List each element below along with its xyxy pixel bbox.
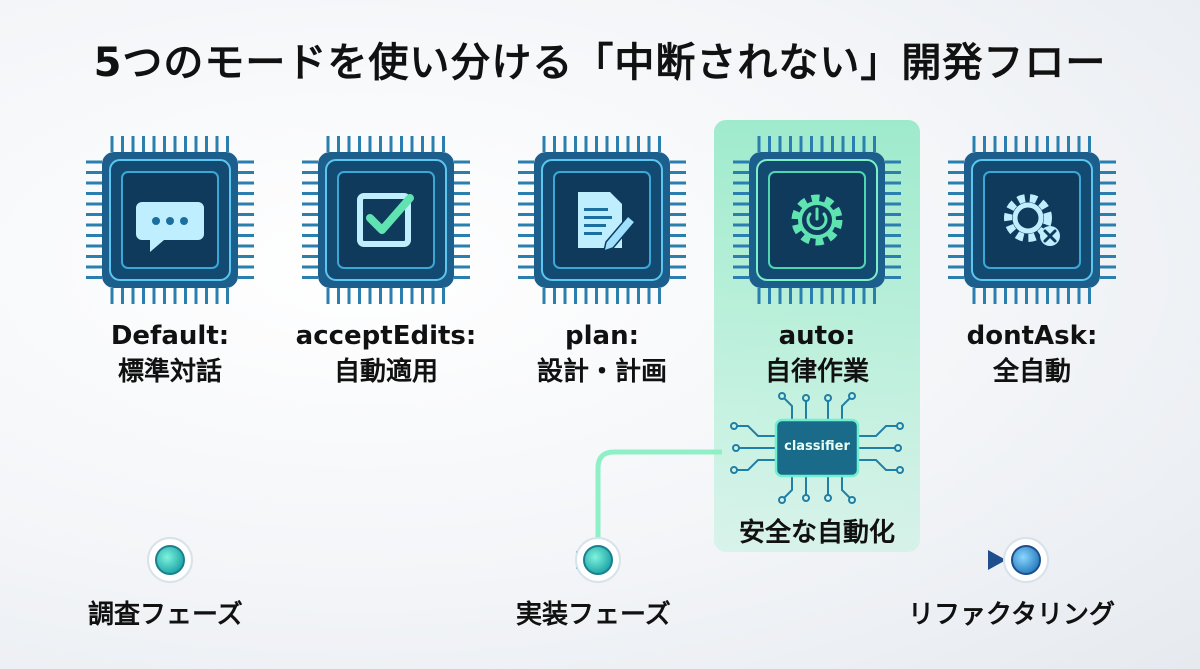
classifier-label: classifier — [784, 439, 850, 454]
auto-connector-line — [595, 449, 722, 540]
mode-desc: 自動適用 — [333, 357, 438, 387]
gear-x-icon — [1004, 194, 1060, 246]
chat-bubble-icon — [136, 202, 204, 252]
mode-label-plan: plan: 設計・計画 — [492, 318, 712, 390]
page-title: 5つのモードを使い分ける「中断されない」開発フロー — [93, 40, 1107, 86]
chip-body — [86, 136, 254, 304]
mode-chip-auto — [717, 130, 917, 310]
phase-label-implementation: 実装フェーズ — [516, 600, 671, 630]
mode-label-default: Default: 標準対話 — [60, 318, 280, 390]
mode-chip-default — [70, 130, 270, 310]
mode-desc: 標準対話 — [117, 357, 222, 387]
mode-label-acceptedits: acceptEdits: 自動適用 — [276, 318, 496, 390]
phase-label-refactoring: リファクタリング — [908, 600, 1115, 630]
mode-desc: 自律作業 — [764, 357, 869, 387]
arrow-head-1 — [576, 551, 592, 569]
classifier-chip — [722, 390, 912, 506]
mode-label-dontask: dontAsk: 全自動 — [922, 318, 1142, 390]
mode-name: plan: — [565, 321, 639, 351]
mode-desc: 全自動 — [992, 357, 1071, 387]
document-pencil-icon — [578, 192, 637, 253]
chip-body — [948, 136, 1116, 304]
checkbox-icon — [357, 193, 414, 247]
chip-body — [518, 136, 686, 304]
mode-name: Default: — [110, 321, 230, 351]
mode-name: acceptEdits: — [295, 321, 477, 351]
mode-label-auto: auto: 自律作業 — [707, 318, 927, 390]
mode-chip-dontask — [932, 130, 1132, 310]
phase-node-implementation — [575, 537, 621, 583]
arrow-head-2 — [988, 550, 1006, 570]
phase-node-research — [147, 537, 193, 583]
mode-name: auto: — [778, 321, 856, 351]
mode-chip-acceptedits — [286, 130, 486, 310]
classifier-circuit-icon — [730, 392, 904, 504]
mode-name: dontAsk: — [966, 321, 1098, 351]
phase-label-research: 調査フェーズ — [88, 600, 243, 630]
safe-automation-label: 安全な自動化 — [738, 518, 895, 548]
gear-power-icon — [791, 194, 843, 246]
mode-chip-plan — [502, 130, 702, 310]
chip-body — [302, 136, 470, 304]
mode-desc: 設計・計画 — [536, 357, 667, 387]
phase-node-refactoring — [1003, 537, 1049, 583]
chip-body — [733, 136, 901, 304]
